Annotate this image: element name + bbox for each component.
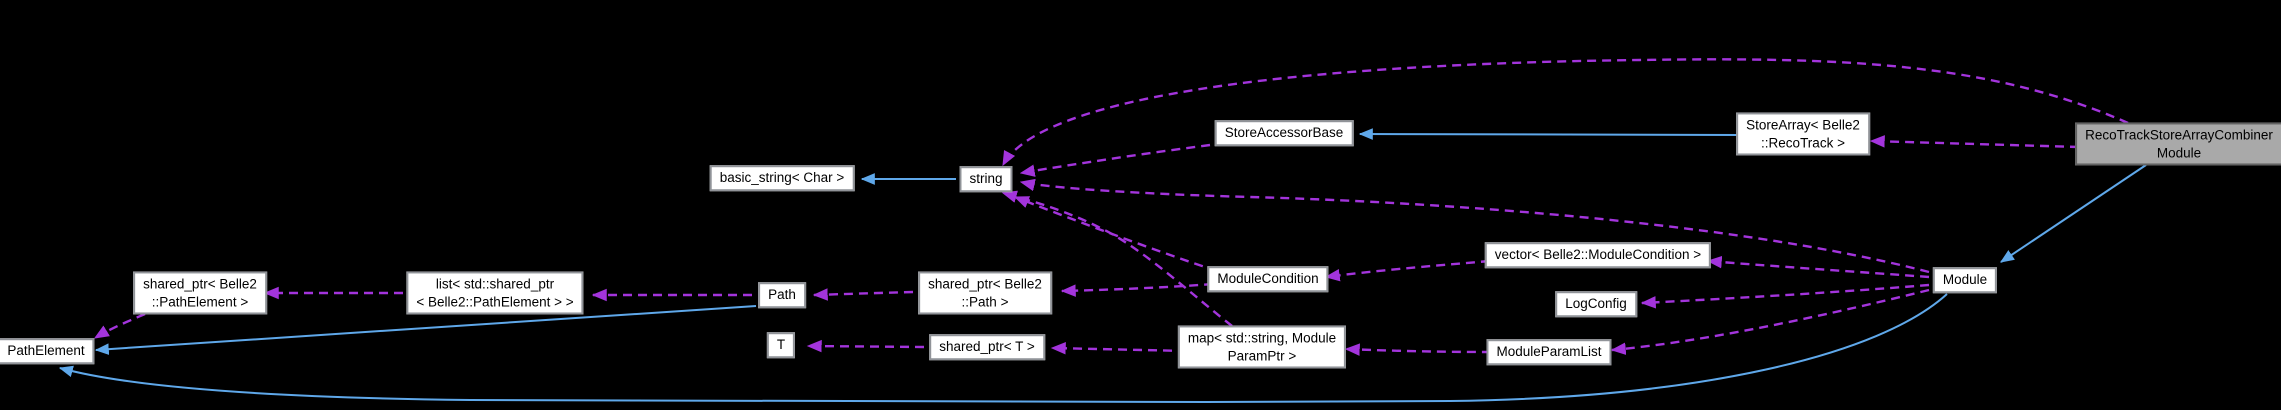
node-module[interactable]: Module: [1932, 267, 1998, 293]
node-pathelement[interactable]: PathElement: [0, 338, 95, 364]
node-modulecondition[interactable]: ModuleCondition: [1207, 266, 1329, 292]
node-vector-modulecondition[interactable]: vector< Belle2::ModuleCondition >: [1484, 242, 1712, 268]
edge-sp-pathelement-to-pathelement: [93, 312, 146, 340]
edge-storeaccessorbase-to-string: [1019, 143, 1211, 177]
node-string[interactable]: string: [959, 166, 1013, 192]
node-logconfig[interactable]: LogConfig: [1555, 291, 1637, 317]
node-recotrackstorearraycombinermodule: RecoTrackStoreArrayCombiner Module: [2075, 122, 2281, 166]
node-shared-ptr-pathelement[interactable]: shared_ptr< Belle2 ::PathElement >: [133, 271, 267, 315]
edge-map-to-sp-t: [1050, 342, 1188, 355]
node-shared-ptr-t[interactable]: shared_ptr< T >: [929, 334, 1045, 360]
node-storeaccessorbase[interactable]: StoreAccessorBase: [1214, 120, 1354, 146]
node-list-shared-ptr-pathelement[interactable]: list< std::shared_ptr < Belle2::PathElem…: [406, 271, 584, 315]
edge-moduleparamlist-to-map: [1344, 343, 1492, 356]
node-shared-ptr-path[interactable]: shared_ptr< Belle2 ::Path >: [918, 271, 1052, 315]
edge-recomodule-to-string: [1001, 58, 2129, 167]
edge-vector-to-modulecondition: [1324, 259, 1491, 282]
edge-recomodule-to-storearray: [1869, 135, 2080, 149]
edge-path-to-pathelement: [94, 305, 757, 355]
edge-recomodule-to-module: [2000, 164, 2147, 263]
node-storearray-recotrack[interactable]: StoreArray< Belle2 ::RecoTrack >: [1736, 112, 1870, 156]
node-moduleparamlist[interactable]: ModuleParamList: [1486, 339, 1612, 365]
node-t[interactable]: T: [766, 332, 796, 358]
edge-modulecondition-to-sp-path: [1060, 282, 1214, 297]
edge-map-to-string: [1001, 190, 1233, 327]
edge-storearray-to-storeaccessorbase: [1358, 128, 1740, 140]
node-path[interactable]: Path: [758, 282, 806, 308]
edge-module-to-moduleparamlist: [1610, 288, 1930, 355]
edge-module-to-string: [1019, 178, 1930, 274]
node-map-string-moduleparamptr[interactable]: map< std::string, Module ParamPtr >: [1177, 325, 1347, 369]
edge-modulecondition-to-string: [1013, 195, 1218, 273]
edge-sp-t-to-t: [806, 339, 925, 353]
edge-module-to-vector: [1706, 255, 1930, 279]
edge-sp-path-to-path: [812, 288, 914, 301]
edge-module-to-logconfig: [1640, 283, 1930, 309]
node-basic-string[interactable]: basic_string< Char >: [709, 165, 855, 191]
